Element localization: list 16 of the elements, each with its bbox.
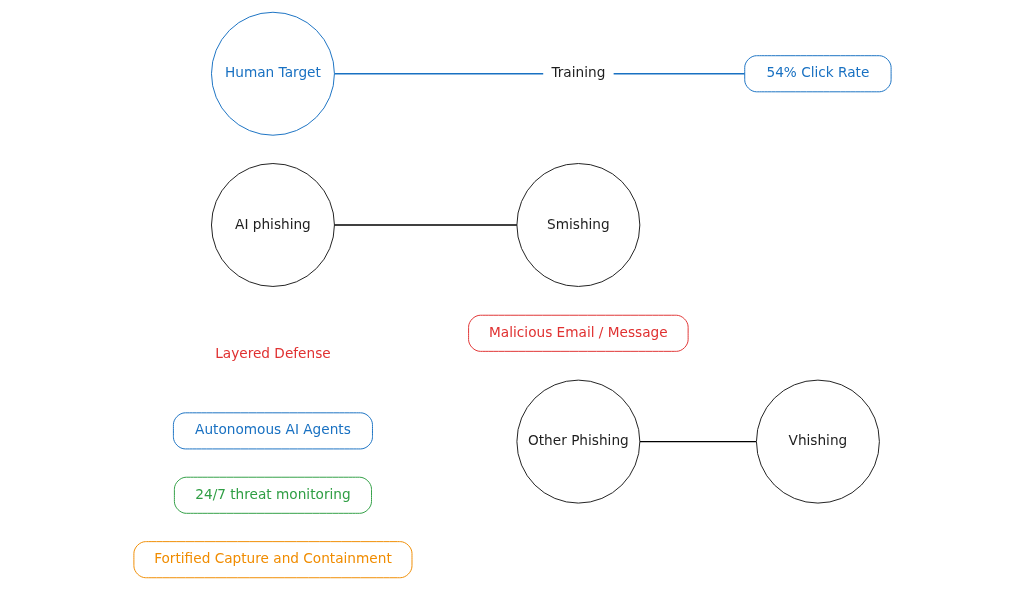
node-circle: Human Target — [210, 11, 335, 136]
connector — [333, 224, 518, 226]
node-text: Training — [550, 64, 605, 81]
connector — [333, 73, 544, 75]
label: Layered Defense — [214, 345, 331, 362]
node-box: Autonomous AI Agents — [172, 412, 373, 450]
node-circle: AI phishing — [210, 163, 335, 287]
node-circle: Smishing — [515, 163, 640, 287]
node-box: 24/7 threat monitoring — [173, 476, 372, 514]
node-box: Fortified Capture and Containment — [132, 541, 412, 579]
node-circle: Other Phishing — [515, 379, 640, 504]
node-circle: Vhishing — [755, 379, 880, 504]
connector — [638, 440, 757, 443]
connector — [612, 73, 745, 75]
node-box: 54% Click Rate — [743, 55, 892, 93]
node-box: Malicious Email / Message — [467, 314, 689, 352]
